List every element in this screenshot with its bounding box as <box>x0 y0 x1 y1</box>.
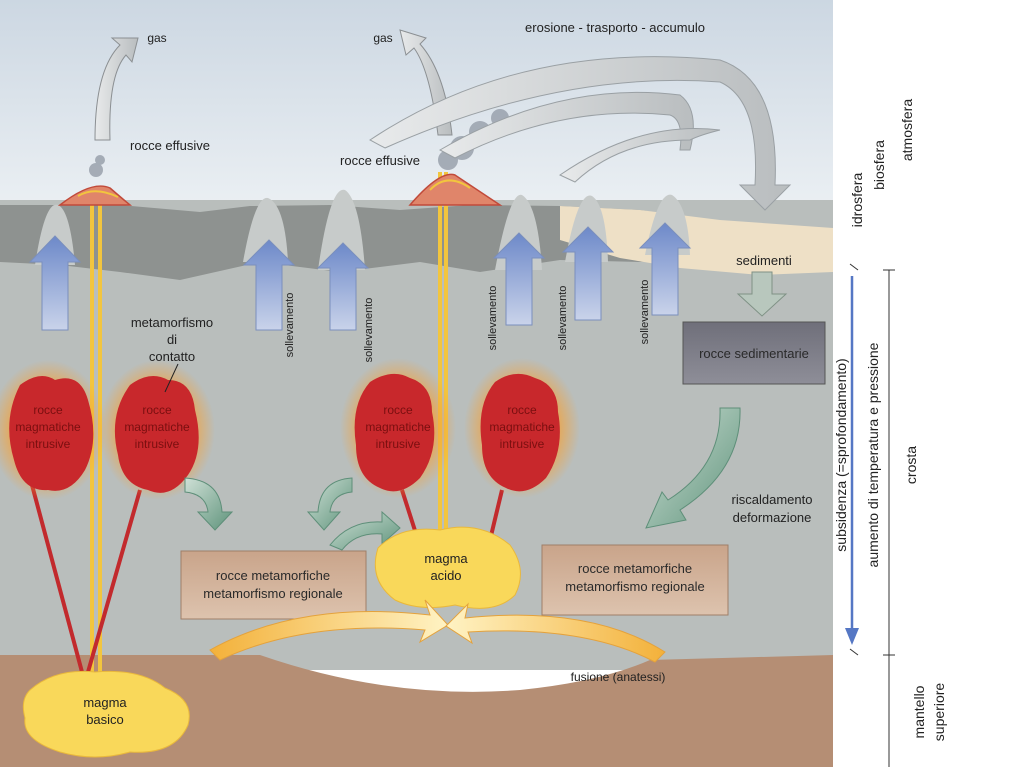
gas-label-left: gas <box>147 31 166 45</box>
subsidence-arrowhead <box>845 628 859 645</box>
intrusive-bodies <box>0 358 580 500</box>
regional-meta-left-line2: metamorfismo regionale <box>203 586 342 601</box>
atmosphere-label: atmosfera <box>899 99 915 161</box>
svg-text:sollevamento: sollevamento <box>487 286 499 351</box>
svg-text:intrusive: intrusive <box>376 437 421 451</box>
mantle <box>0 655 833 767</box>
svg-text:sollevamento: sollevamento <box>639 280 651 345</box>
effusive-label-left: rocce effusive <box>130 138 210 153</box>
svg-text:intrusive: intrusive <box>500 437 545 451</box>
svg-text:sollevamento: sollevamento <box>557 286 569 351</box>
acid-magma <box>374 526 521 609</box>
svg-text:rocce: rocce <box>33 403 63 417</box>
effusive-label-right: rocce effusive <box>340 153 420 168</box>
right-scale-ticks <box>849 263 895 656</box>
basic-magma-label-2: basico <box>86 712 124 727</box>
sediment-down-arrow <box>736 271 788 317</box>
gas-arrow-left <box>94 37 139 141</box>
contact-meta-line3: contatto <box>149 349 195 364</box>
svg-text:rocce: rocce <box>507 403 537 417</box>
svg-text:magmatiche: magmatiche <box>365 420 431 434</box>
contact-pointer-line <box>164 363 179 393</box>
regional-meta-left-line1: rocce metamorfiche <box>216 568 330 583</box>
mantle-label-1: mantello <box>911 685 927 738</box>
basic-magma-label-1: magma <box>83 695 127 710</box>
regional-meta-right-line2: metamorfismo regionale <box>565 579 704 594</box>
regional-metamorphic-box-right <box>541 544 729 616</box>
sedimentary-rocks-box <box>682 321 826 385</box>
crust-label: crosta <box>903 446 919 484</box>
svg-text:sollevamento: sollevamento <box>284 293 296 358</box>
heating-label-1: riscaldamento <box>732 492 813 507</box>
acid-magma-label-1: magma <box>424 551 468 566</box>
biosphere-label: biosfera <box>871 140 887 190</box>
gas-label-right: gas <box>373 31 392 45</box>
svg-text:sollevamento: sollevamento <box>363 298 375 363</box>
uplift-arrows <box>28 222 692 331</box>
svg-text:intrusive: intrusive <box>26 437 71 451</box>
volcano-right <box>408 173 503 206</box>
svg-text:magmatiche: magmatiche <box>15 420 81 434</box>
intrusive-labels: rocce magmatiche intrusive rocce magmati… <box>15 403 555 451</box>
acid-magma-label-2: acido <box>430 568 461 583</box>
regional-metamorphic-box-left <box>180 550 367 620</box>
temp-pressure-label: aumento di temperatura e pressione <box>865 342 881 567</box>
basic-magma <box>22 670 190 758</box>
subsidence-label: subsidenza (=sprofondamento) <box>833 358 849 551</box>
volcano-left <box>57 185 133 206</box>
sediment-layer <box>560 206 833 275</box>
svg-text:intrusive: intrusive <box>135 437 180 451</box>
erosion-arrows <box>369 56 792 211</box>
metamorphism-arrows <box>184 407 741 551</box>
svg-text:magmatiche: magmatiche <box>489 420 555 434</box>
fusion-label: fusione (anatessi) <box>571 670 666 684</box>
mantle-label-2: superiore <box>931 683 947 742</box>
svg-text:magmatiche: magmatiche <box>124 420 190 434</box>
erosion-label: erosione - trasporto - accumulo <box>525 20 705 35</box>
hydrosphere-label: idrosfera <box>849 173 865 228</box>
regional-meta-right-line1: rocce metamorfiche <box>578 561 692 576</box>
contact-meta-line1: metamorfismo <box>131 315 213 330</box>
svg-text:rocce: rocce <box>142 403 172 417</box>
sediments-label: sedimenti <box>736 253 792 268</box>
fusion-arrow-right <box>445 602 666 663</box>
heating-label-2: deformazione <box>733 510 812 525</box>
contact-meta-line2: di <box>167 332 177 347</box>
svg-text:rocce: rocce <box>383 403 413 417</box>
sedimentary-rocks-label: rocce sedimentarie <box>699 346 809 361</box>
uplift-labels: sollevamento sollevamento sollevamento s… <box>284 280 651 363</box>
